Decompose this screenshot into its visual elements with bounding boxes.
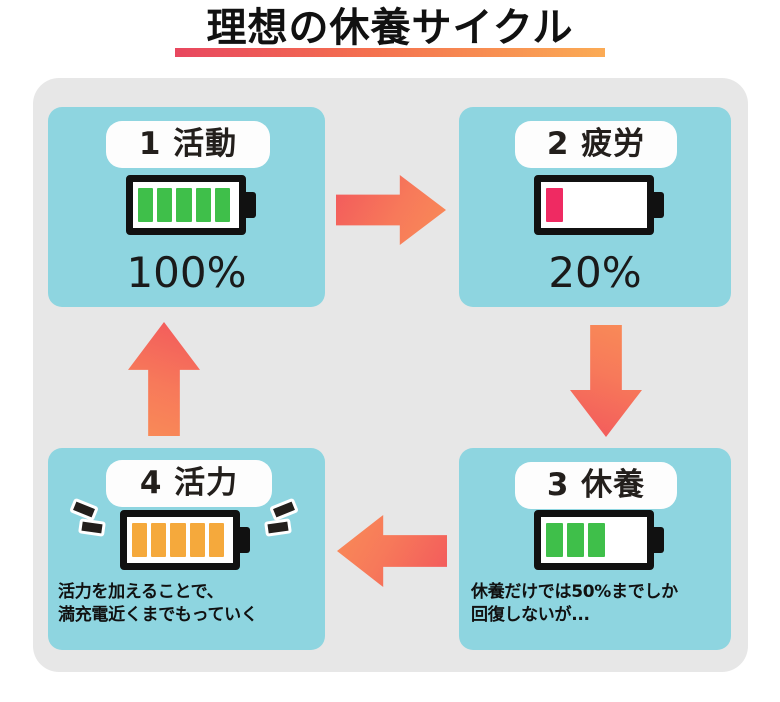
- stage-caption-vitality: 活力を加えることで、 満充電近くまでもっていく: [58, 582, 258, 625]
- battery-icon-rest: [534, 510, 665, 570]
- stage-card-activity: 1 活動 100%: [48, 107, 325, 307]
- battery-percent-activity: 100%: [126, 248, 247, 297]
- battery-icon-activity: [126, 175, 257, 235]
- stage-card-rest: 3 休養 休養だけでは50%までしか 回復しないが...: [459, 448, 731, 650]
- title-area: 理想の休養サイクル: [0, 0, 780, 72]
- battery-icon-fatigue: [534, 175, 665, 235]
- page-title: 理想の休養サイクル: [206, 5, 574, 51]
- title-underline-accent: [175, 48, 605, 57]
- stage-label-rest: 3 休養: [515, 462, 677, 509]
- stage-label-fatigue: 2 疲労: [515, 121, 677, 168]
- emphasis-mark-left-icon: [69, 497, 119, 540]
- stage-label-activity: 1 活動: [106, 121, 270, 168]
- stage-caption-rest: 休養だけでは50%までしか 回復しないが...: [471, 582, 678, 625]
- battery-icon-vitality: [120, 510, 251, 570]
- stage-card-vitality: 4 活力 活力を加えることで、 満充電近くまでもっていく: [48, 448, 325, 650]
- emphasis-mark-right-icon: [253, 497, 301, 540]
- stage-card-fatigue: 2 疲労 20%: [459, 107, 731, 307]
- stage-label-vitality: 4 活力: [106, 460, 272, 507]
- battery-percent-fatigue: 20%: [548, 248, 642, 297]
